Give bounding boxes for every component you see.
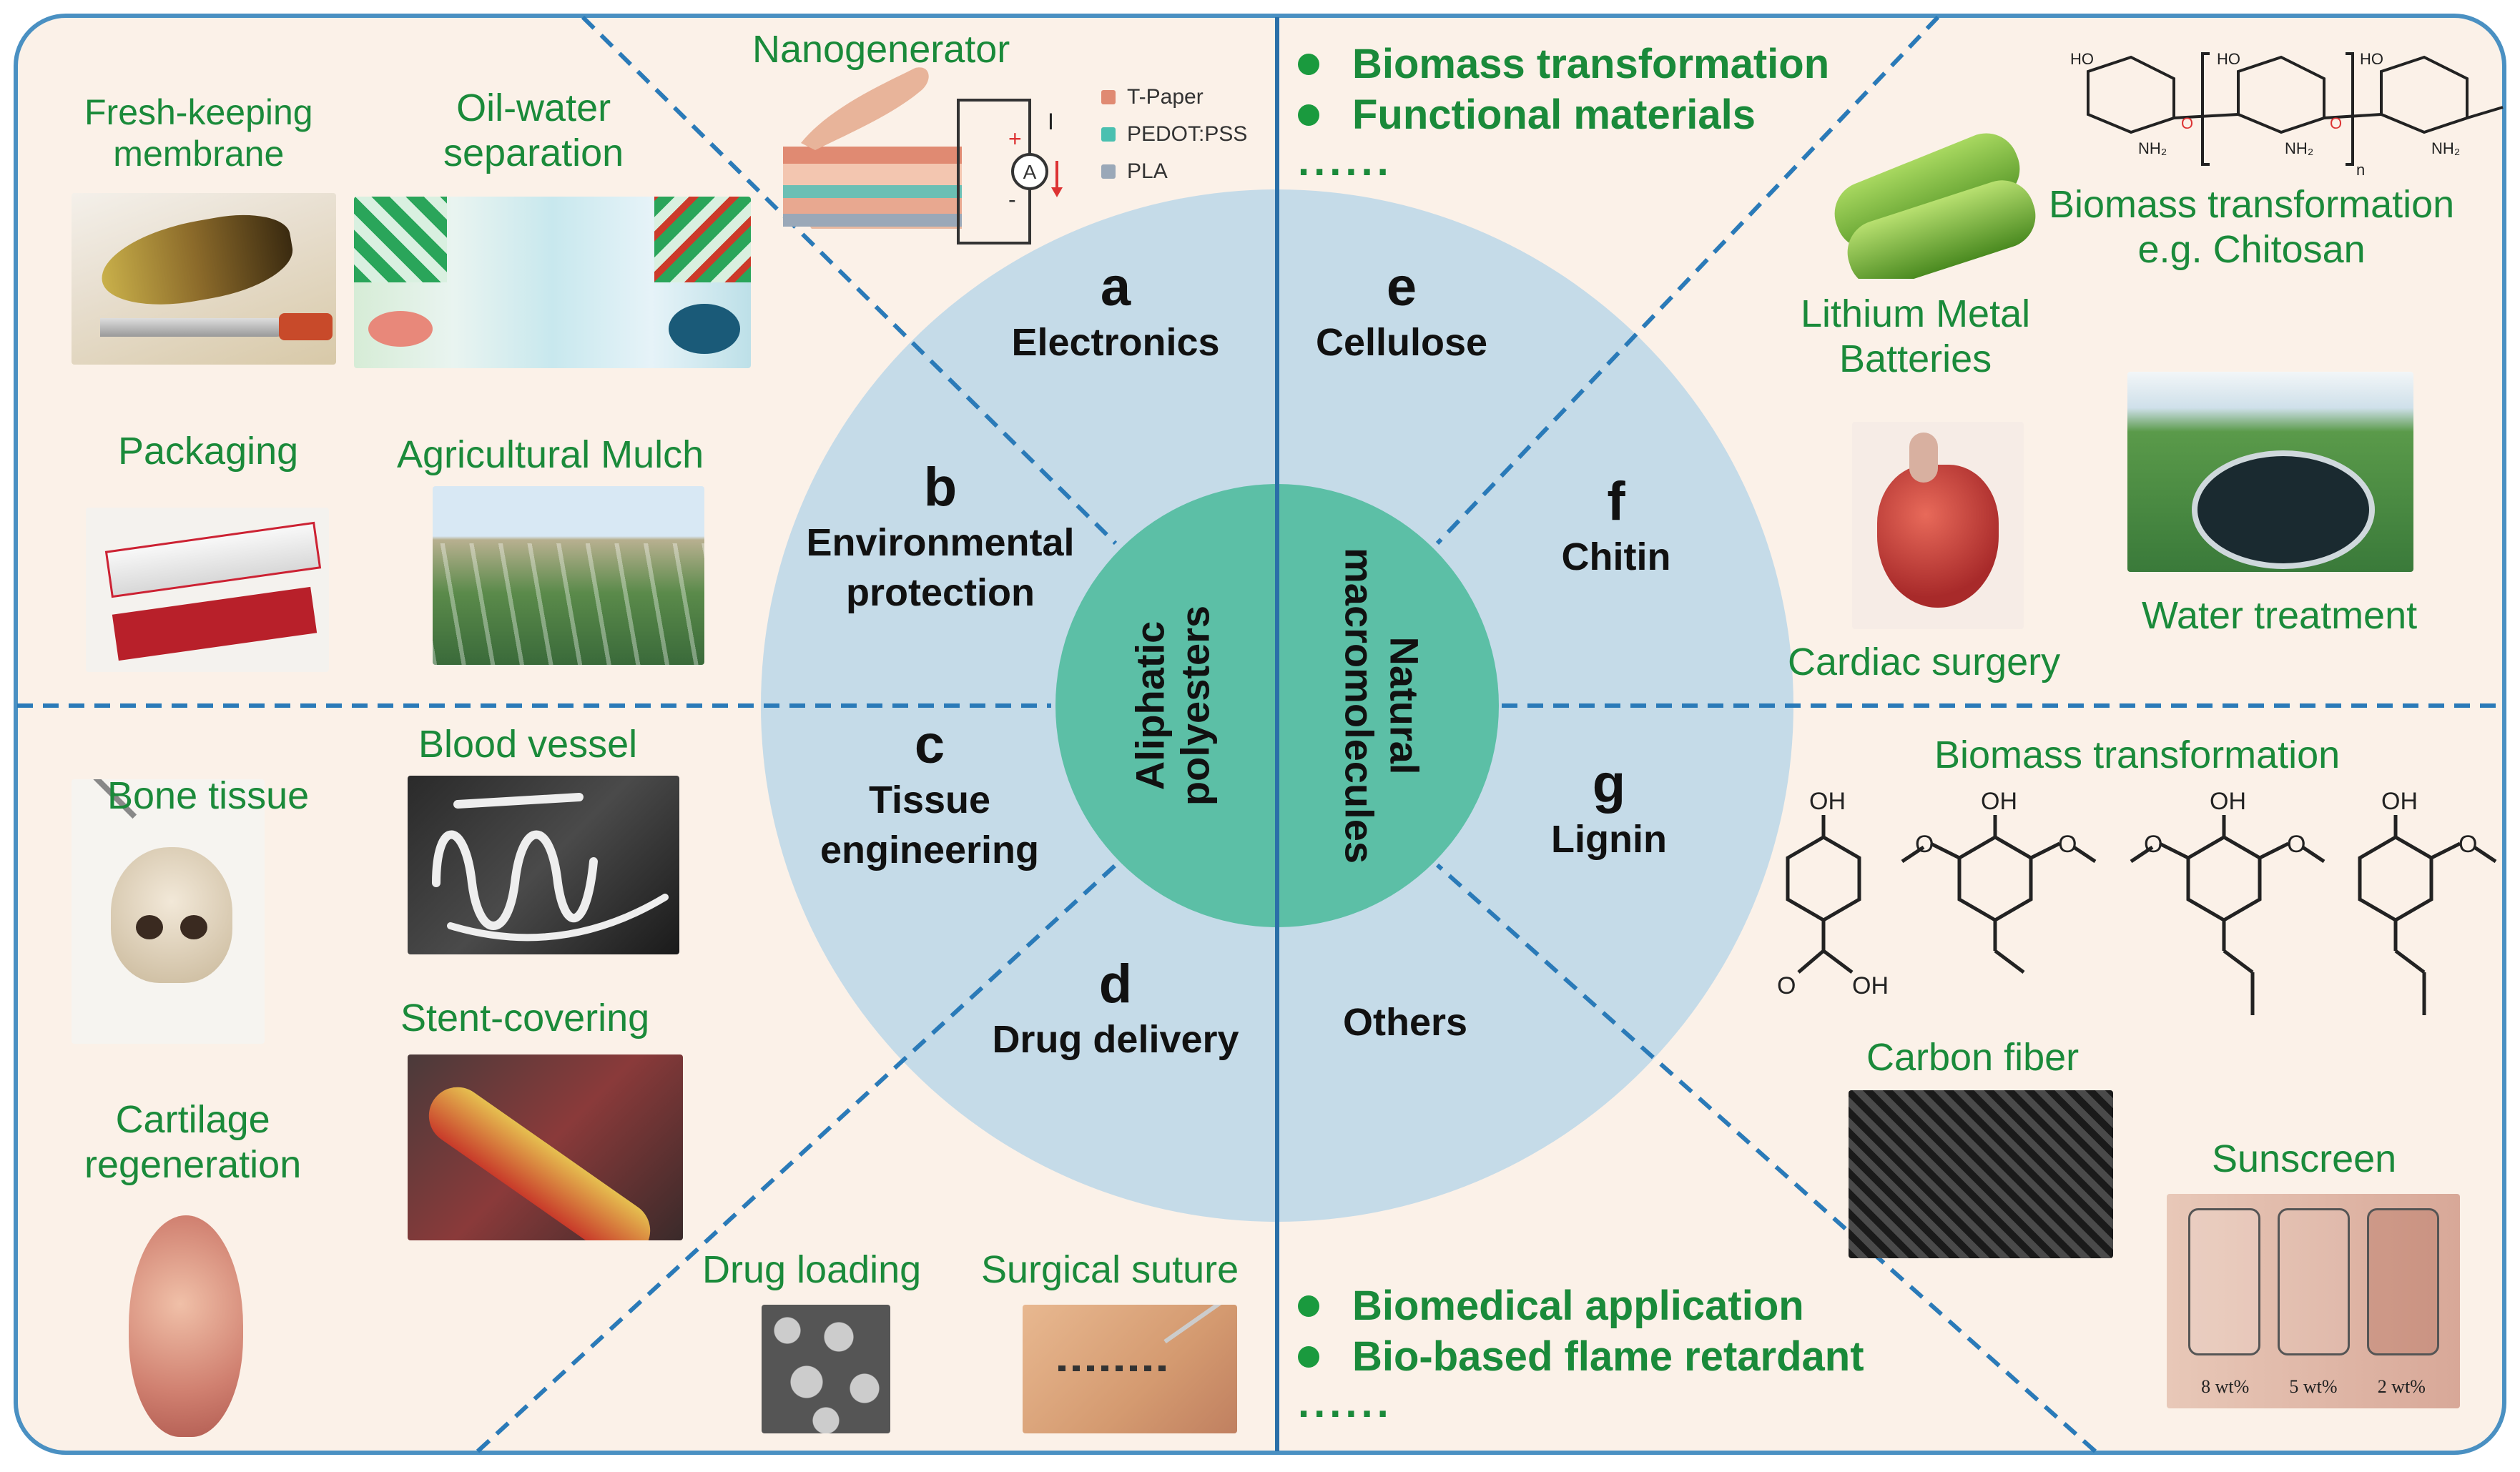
- svg-text:n: n: [2356, 161, 2365, 179]
- chem-o-6: O: [1777, 972, 1796, 999]
- water-treatment-label: Water treatment: [2142, 594, 2418, 637]
- biomass-lignin-label: Biomass transformation: [1934, 733, 2341, 776]
- nanogenerator-legend: T-Paper PEDOT:PSS PLA: [1101, 79, 1247, 190]
- lignin-monomers: [1786, 815, 2497, 1015]
- bottom-right-bullets: Biomedical application Bio-based flame r…: [1298, 1281, 1864, 1428]
- bullet-dot: [1298, 104, 1319, 127]
- banana-knife-image: [72, 193, 336, 365]
- svg-text:O: O: [2181, 114, 2193, 132]
- chem-o-5: O: [2459, 831, 2477, 858]
- sunscreen-label-2: 2 wt%: [2377, 1376, 2426, 1397]
- surgical-suture-label: Surgical suture: [981, 1248, 1239, 1291]
- bullet-dot: [1298, 54, 1319, 76]
- chem-o-1: O: [1915, 831, 1934, 858]
- svg-text:O: O: [2330, 114, 2342, 132]
- chem-oh-2: OH: [1981, 788, 2017, 815]
- cartilage-image: [122, 1208, 250, 1444]
- divider-diagonal-tl: [581, 15, 1118, 545]
- svg-text:NH₂: NH₂: [2431, 139, 2460, 157]
- chitosan-structure: [2087, 52, 2504, 166]
- top-right-bullets: Biomass transformation Functional materi…: [1298, 39, 1829, 187]
- more-ellipsis: ......: [1298, 137, 1393, 184]
- batteries-image: [1816, 114, 2045, 279]
- skull-image: [72, 779, 265, 1044]
- agricultural-mulch-image: [433, 486, 704, 665]
- divider-diagonal-br: [1436, 863, 2097, 1453]
- legend-pedot: PEDOT:PSS: [1127, 122, 1248, 146]
- legend-t-paper: T-Paper: [1127, 85, 1204, 109]
- cardiac-surgery-label: Cardiac surgery: [1788, 641, 2061, 683]
- svg-text:A: A: [1023, 161, 1037, 183]
- bullet-dot: [1298, 1346, 1319, 1368]
- svg-text:HO: HO: [2360, 50, 2383, 68]
- sunscreen-image: 8 wt% 5 wt% 2 wt%: [2167, 1194, 2460, 1408]
- chem-o-4: O: [2287, 831, 2305, 858]
- carbon-fiber-image: [1849, 1090, 2113, 1258]
- chem-o-2: O: [2058, 831, 2077, 858]
- svg-text:NH₂: NH₂: [2285, 139, 2313, 157]
- chem-oh-4: OH: [2381, 788, 2418, 815]
- chem-oh-5: OH: [1852, 972, 1889, 999]
- bullet-functional: Functional materials: [1352, 91, 1756, 138]
- circuit-current-label: I: [1048, 109, 1054, 134]
- legend-pla: PLA: [1127, 159, 1168, 183]
- carbon-fiber-label: Carbon fiber: [1866, 1036, 2080, 1079]
- divider-diagonal-bl: [476, 863, 1118, 1453]
- divider-diagonal-tr: [1435, 15, 1940, 545]
- chem-o-3: O: [2144, 831, 2162, 858]
- heart-image: [1852, 422, 2024, 629]
- blood-vessel-image: [408, 776, 679, 954]
- bullet-dot: [1298, 1295, 1319, 1318]
- bullet-flame: Bio-based flame retardant: [1352, 1333, 1864, 1380]
- svg-text:HO: HO: [2070, 50, 2094, 68]
- surgical-suture-image: [1023, 1305, 1237, 1433]
- bullet-biomedical: Biomedical application: [1352, 1283, 1804, 1329]
- agricultural-mulch-label: Agricultural Mulch: [397, 433, 704, 476]
- sunscreen-label-5: 5 wt%: [2289, 1376, 2338, 1397]
- packaging-image: [86, 508, 329, 672]
- svg-text:HO: HO: [2217, 50, 2240, 68]
- sunscreen-label: Sunscreen: [2212, 1137, 2397, 1180]
- stent-covering-image: [408, 1054, 683, 1240]
- bullet-biomass: Biomass transformation: [1352, 41, 1830, 87]
- sector-others: Others: [1342, 1001, 1468, 1044]
- drug-loading-image: [762, 1305, 890, 1433]
- sunscreen-label-8: 8 wt%: [2201, 1376, 2250, 1397]
- chem-oh-3: OH: [2210, 788, 2246, 815]
- svg-text:-: -: [1008, 187, 1016, 212]
- oil-water-separation-image: [354, 197, 751, 368]
- packaging-label: Packaging: [118, 430, 299, 473]
- nanogenerator-label: Nanogenerator: [752, 28, 1010, 71]
- svg-text:+: +: [1008, 126, 1022, 152]
- more-ellipsis: ......: [1298, 1379, 1393, 1426]
- svg-text:NH₂: NH₂: [2138, 139, 2167, 157]
- stent-covering-label: Stent-covering: [400, 997, 650, 1039]
- nanogenerator-graphic: A + -: [783, 67, 1063, 244]
- water-treatment-image: [2127, 372, 2413, 572]
- drug-loading-label: Drug loading: [702, 1248, 922, 1291]
- blood-vessel-label: Blood vessel: [418, 723, 638, 766]
- chem-oh-1: OH: [1809, 788, 1846, 815]
- bone-tissue-label: Bone tissue: [107, 774, 310, 817]
